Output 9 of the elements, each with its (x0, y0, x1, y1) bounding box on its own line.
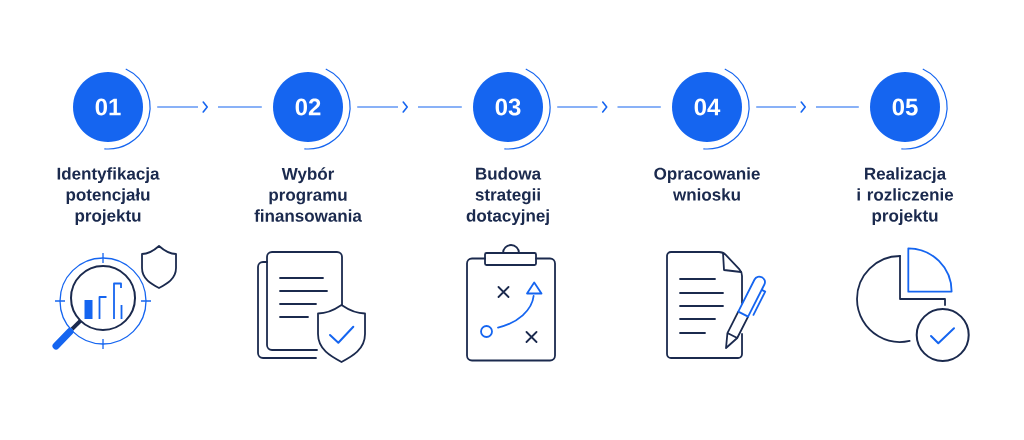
step-title: Realizacja i rozliczenie projektu (857, 167, 954, 226)
step-title: Budowa strategii dotacyjnej (466, 167, 549, 226)
arrow-line (755, 101, 860, 113)
arrow-line (556, 101, 662, 113)
arrow-line (156, 101, 263, 113)
arrow-line (356, 101, 463, 113)
step-title: Opracowanie wniosku (654, 167, 760, 201)
step-title: Wybór programu finansowania (254, 167, 362, 222)
step-title: Identyfikacja potencjału projektu (57, 167, 160, 226)
